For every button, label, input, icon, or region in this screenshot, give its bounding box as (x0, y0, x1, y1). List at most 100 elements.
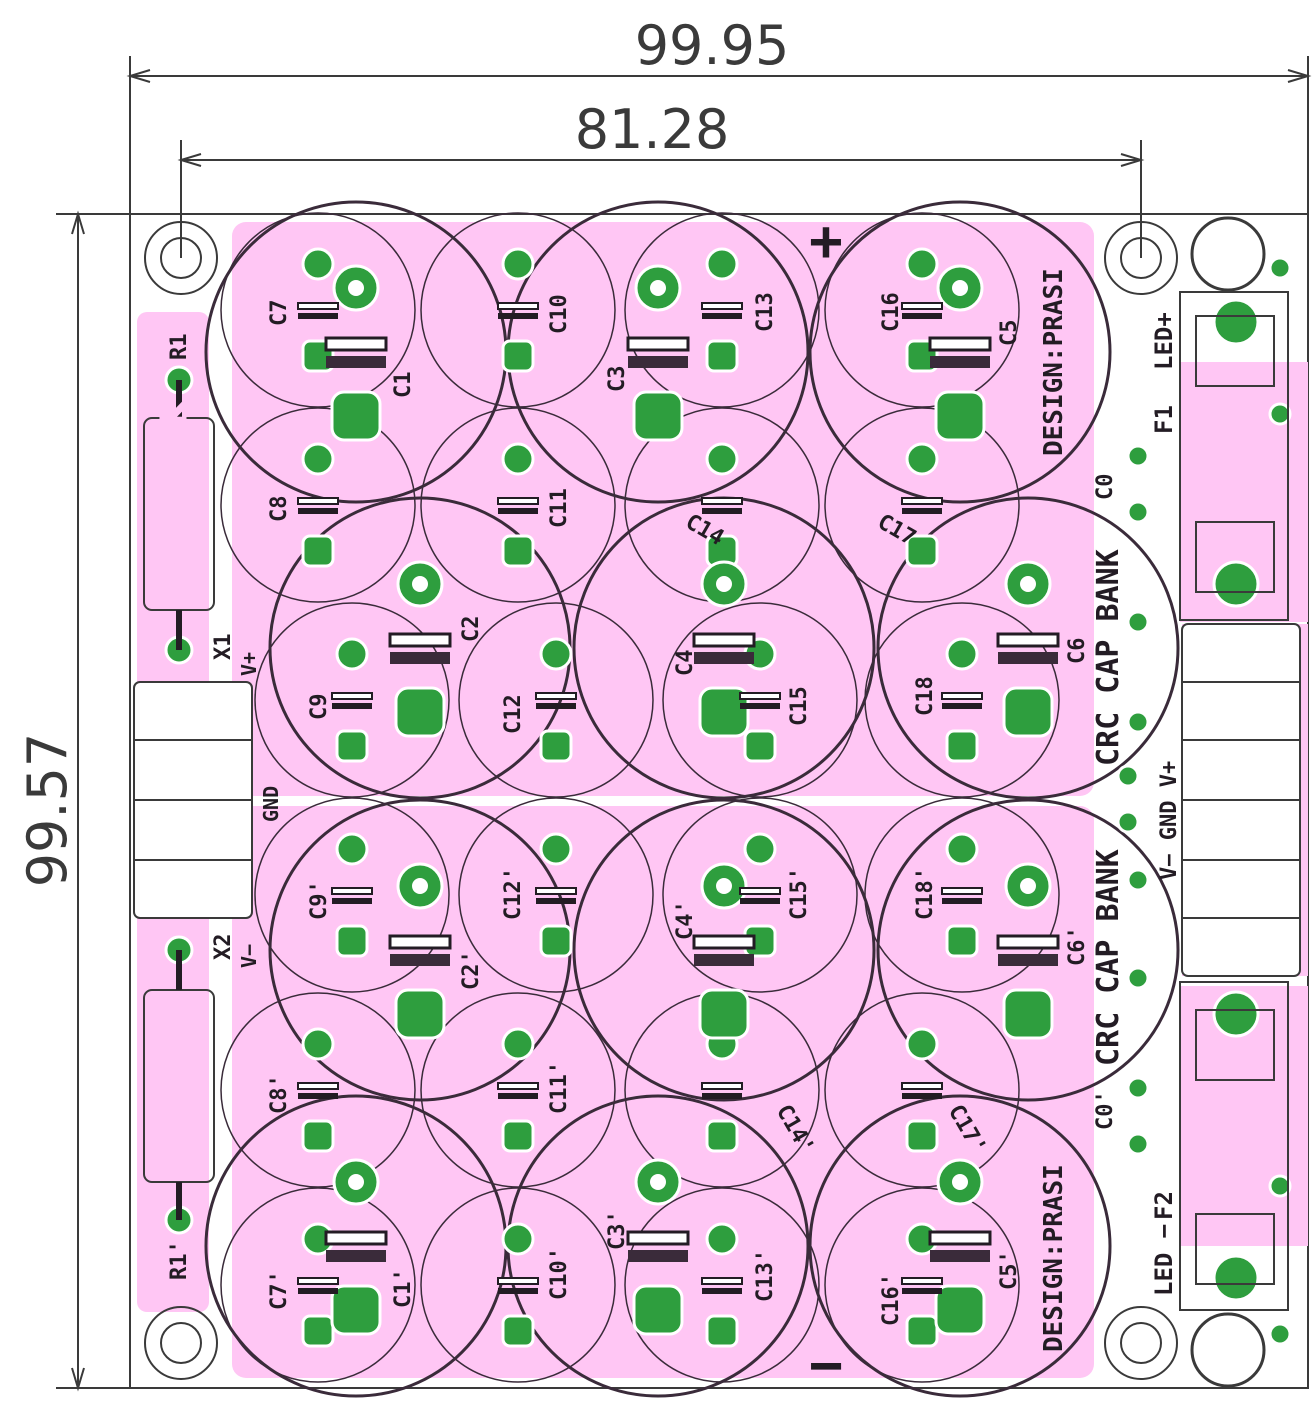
large-cap-plate (996, 934, 1060, 950)
small-pad (1126, 1132, 1150, 1156)
pad-round (743, 832, 777, 866)
large-cap-plate-neg (628, 356, 688, 368)
ref-c0: C0 (1093, 474, 1118, 501)
dim-overall-height: 99.57 (16, 733, 79, 888)
cap-plate (497, 1277, 539, 1285)
cap-plate (297, 1277, 339, 1285)
ref-r1: R1 (167, 334, 192, 361)
drill (1020, 576, 1036, 592)
small-cap-outline (662, 602, 858, 798)
cap-plate-neg (298, 1288, 338, 1294)
cap-plate (739, 692, 781, 700)
ref-c5p: C5' (997, 1250, 1022, 1290)
large-cap-plate (928, 1230, 992, 1246)
title-prasi: PRASI (154, 1025, 195, 1146)
small-cap-outline (458, 797, 654, 993)
cap-plate-neg (702, 508, 742, 514)
cap-plate (701, 497, 743, 505)
small-cap-outline (824, 1187, 1020, 1383)
cap-plate (941, 887, 983, 895)
pad-round (501, 442, 535, 476)
small-cap-outline (824, 992, 1020, 1188)
pad-square (501, 534, 535, 568)
pad-large-oct (1002, 988, 1054, 1040)
ref-c13p: C13' (753, 1249, 778, 1302)
pad-large-oct (394, 988, 446, 1040)
pad-square (539, 924, 573, 958)
pad-large-oct (698, 988, 750, 1040)
pad-round (301, 442, 335, 476)
pad-round (301, 1027, 335, 1061)
cap-plate-neg (332, 703, 372, 709)
cap-plate (497, 1082, 539, 1090)
connector-right (1181, 623, 1301, 977)
cap-plate (535, 692, 577, 700)
ref-c3p: C3' (605, 1210, 630, 1250)
cap-plate (901, 497, 943, 505)
net-label-gnd: GND (259, 786, 283, 822)
small-cap-outline (624, 212, 820, 408)
large-cap-plate-neg (930, 356, 990, 368)
cap-plate-neg (702, 1288, 742, 1294)
pad-large-oct (1002, 686, 1054, 738)
fuse-pad (1212, 1254, 1260, 1302)
connector-x1-x2 (133, 681, 253, 919)
cap-plate (739, 887, 781, 895)
design-label-top: DESIGN:PRASI (1039, 268, 1069, 456)
small-cap-outline (824, 212, 1020, 408)
minus-sign-bottom: − (809, 1333, 843, 1398)
large-cap-plate-neg (998, 954, 1058, 966)
large-cap-plate-neg (628, 1250, 688, 1262)
cap-plate (497, 497, 539, 505)
pad-round (301, 247, 335, 281)
pad-large-oct (632, 390, 684, 442)
small-cap-outline (458, 602, 654, 798)
reference-designators: R1R1'X1X2C0C0'C1C2C3C4C5C6C7C8C9C10C11C1… (167, 292, 1118, 1326)
small-pad (1268, 402, 1292, 426)
net-label-right: V− GND V+ (1157, 761, 1182, 880)
cap-plate (901, 302, 943, 310)
cap-plate-neg (902, 1093, 942, 1099)
cap-plate-neg (942, 703, 982, 709)
small-pad (1116, 810, 1140, 834)
cap-plate-neg (536, 898, 576, 904)
cap-plate-neg (902, 313, 942, 319)
cap-plate-neg (902, 1288, 942, 1294)
pad-square (335, 729, 369, 763)
cap-plate-neg (298, 508, 338, 514)
large-cap-plate-neg (390, 954, 450, 966)
pad-large-oct (330, 390, 382, 442)
ref-c2: C2 (459, 616, 484, 643)
drill (650, 280, 666, 296)
cap-plate-neg (498, 313, 538, 319)
drill (952, 1174, 968, 1190)
ref-c9: C9 (307, 694, 332, 721)
cap-plate-neg (298, 1093, 338, 1099)
cap-plate (701, 302, 743, 310)
small-cap-outline (420, 992, 616, 1188)
cap-plate-neg (498, 1093, 538, 1099)
cap-plate (901, 1082, 943, 1090)
large-cap-plate (996, 632, 1060, 648)
large-cap-plate (626, 336, 690, 352)
ref-c18: C18 (913, 676, 938, 716)
cap-plate-neg (942, 898, 982, 904)
pad-square (905, 1314, 939, 1348)
large-cap-plate-neg (930, 1250, 990, 1262)
polarity-markers (297, 302, 1060, 1294)
dim-hole-spacing: 81.28 (575, 98, 730, 161)
cap-plate-neg (498, 1288, 538, 1294)
pad-round (705, 442, 739, 476)
cap-plate-neg (902, 508, 942, 514)
pad-square (335, 924, 369, 958)
small-cap-outline (220, 992, 416, 1188)
ref-c11: C11 (547, 488, 572, 528)
crc-cap-bank-top: CRC CAP BANK (1091, 549, 1126, 766)
cap-plate (497, 302, 539, 310)
pad-round (501, 247, 535, 281)
small-pad (1268, 256, 1292, 280)
fuse-pad (1212, 990, 1260, 1038)
small-pad (1126, 966, 1150, 990)
large-cap-plate-neg (326, 356, 386, 368)
